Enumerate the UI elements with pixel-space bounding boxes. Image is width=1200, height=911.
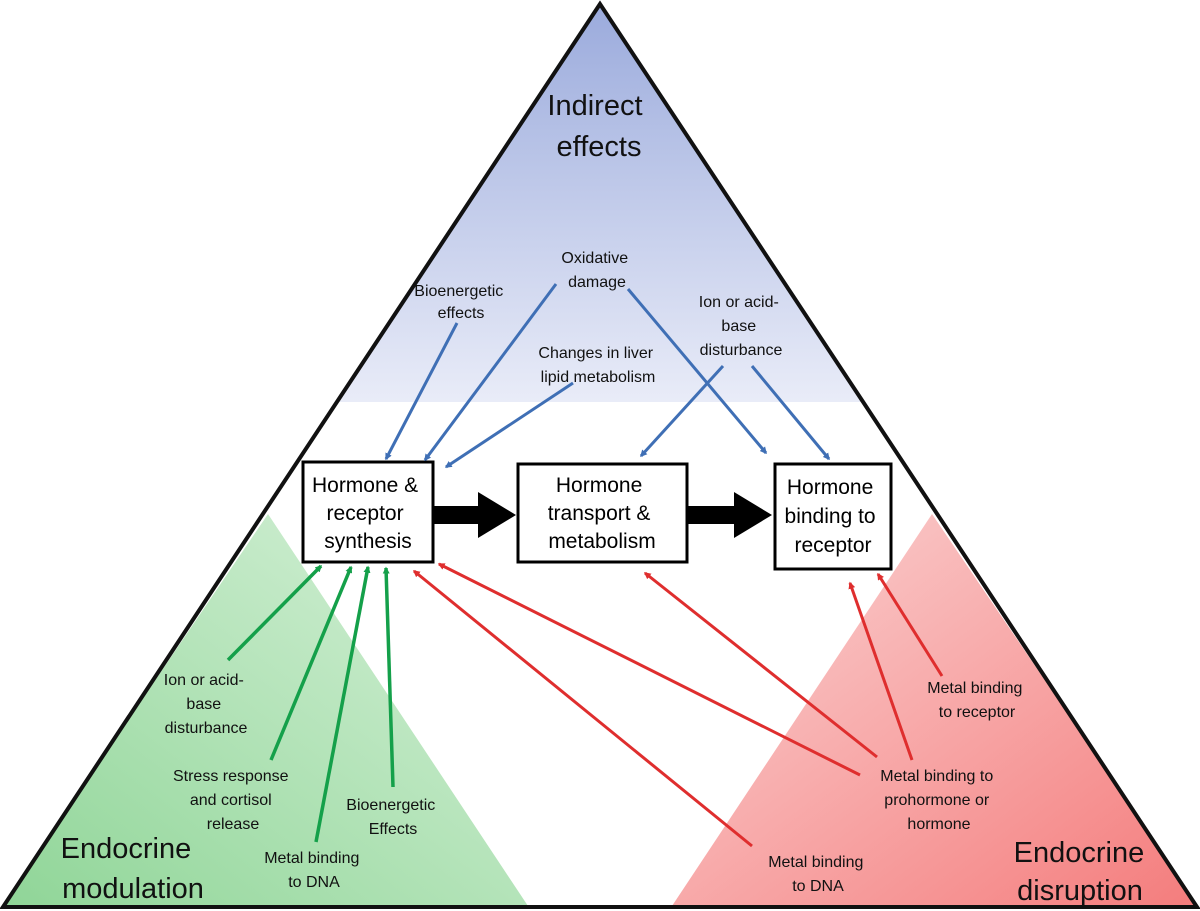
indirect-effects-region [3,4,1197,402]
svg-text:Hormone & receptor: Hormone & receptor synthesis [312,474,424,553]
hormone-binding-receptor-box: Hormone binding to receptor [773,462,893,571]
endocrine-disruption-region [670,514,1197,907]
arrow-oxidative-to-synthesis [423,283,558,462]
endocrine-modulation-region [3,514,530,907]
label-disruption-receptor: Metal binding to receptor [927,680,1027,721]
label-disruption-dna: Metal binding to DNA [768,854,868,895]
label-indirect-ion: Ion or acid- base disturbance [699,294,784,359]
arrow-dis-prohormone-to-binding [848,581,914,761]
label-indirect-bioenergetic: Bioenergetic effects [414,283,507,322]
arrow-bioenergetic-to-synthesis [384,322,459,461]
arrow-mod-stress-to-synthesis [269,565,353,761]
indirect-effects-title: Indirect effects [547,90,650,163]
label-modulation-dna: Metal binding to DNA [264,850,364,891]
hormone-receptor-synthesis-box: Hormone & receptor synthesis [301,460,435,564]
label-modulation-bioenergetic: Bioenergetic Effects [346,797,439,838]
arrow-dis-dna-to-synthesis [412,569,753,848]
arrow-oxidative-to-binding [626,288,768,455]
arrow-mod-dna-to-synthesis [314,565,371,843]
hormone-transport-metabolism-box: Hormone transport & metabolism [516,462,689,564]
endocrine-disruption-title: Endocrine disruption [1014,837,1153,907]
label-modulation-ion: Ion or acid- base disturbance [164,672,249,737]
label-indirect-liver: Changes in liver lipid metabolism [538,345,657,386]
svg-text:Hormone transport &: Hormone transport & metabolism [548,474,657,553]
label-indirect-oxidative: Oxidative damage [561,250,632,291]
arrow-ion-to-transport [639,364,725,458]
arrow-dis-prohormone-to-transport [643,571,878,759]
svg-text:Hormone binding to: Hormone binding to receptor [785,476,882,557]
label-disruption-prohormone: Metal binding to prohormone or hormone [880,768,997,833]
endocrine-modulation-title: Endocrine modulation [61,833,204,905]
arrow-mod-bioenergetic-to-synthesis [382,566,395,788]
arrow-dis-receptor-to-binding [876,572,944,677]
label-modulation-stress: Stress response and cortisol release [173,768,293,833]
arrow-dis-prohormone-to-synthesis [437,562,861,777]
arrow-mod-ion-to-synthesis [226,564,323,662]
arrow-liver-to-synthesis [444,381,574,469]
transport-to-binding-arrow [688,492,772,538]
synthesis-to-transport-arrow [432,492,516,538]
arrow-ion-to-binding [750,365,831,461]
